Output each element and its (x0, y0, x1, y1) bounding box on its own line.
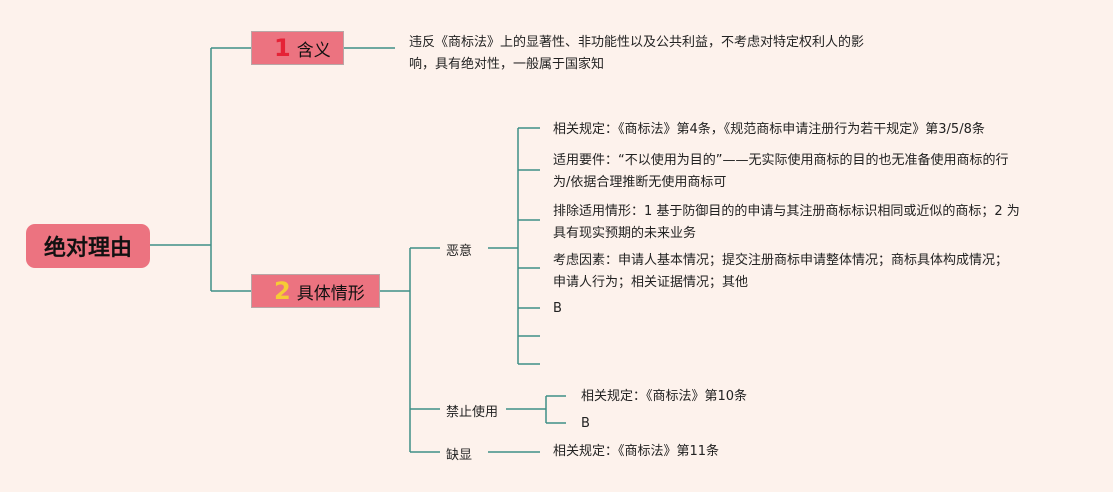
meaning-text: 违反《商标法》上的显著性、非功能性以及公共利益，不考虑对特定权利人的影 响，具有… (409, 32, 864, 76)
branch-number-2: 2 (274, 277, 291, 305)
branch-number-1: 1 (274, 34, 291, 62)
prohibited-use-item-2: B (581, 416, 590, 431)
sub-bad-faith[interactable]: 恶意 (446, 244, 473, 259)
meaning-text-line-1: 违反《商标法》上的显著性、非功能性以及公共利益，不考虑对特定权利人的影 (409, 35, 865, 50)
prohibited-use-item-1: 相关规定：《商标法》第10条 (581, 389, 748, 404)
bad-faith-item-2: 适用要件：“不以使用为目的”——无实际使用商标的目的也无准备使用商标的行 为/依… (553, 150, 1008, 194)
branch-meaning[interactable]: 1 含义 (251, 31, 344, 65)
root-node[interactable]: 绝对理由 (26, 224, 150, 268)
lack-distinctiveness-item-1: 相关规定：《商标法》第11条 (553, 444, 720, 459)
branch-specific-cases-label: 具体情形 (296, 283, 365, 304)
bad-faith-item-2-line-2: 为/依据合理推断无使用商标可 (553, 175, 727, 190)
branch-meaning-label: 含义 (296, 40, 331, 61)
bad-faith-item-4-line-1: 考虑因素：申请人基本情况；提交注册商标申请整体情况；商标具体构成情况； (553, 253, 1009, 268)
bad-faith-item-4-line-2: 申请人行为；相关证据情况；其他 (553, 275, 749, 290)
sub-prohibited-use[interactable]: 禁止使用 (446, 405, 499, 420)
bad-faith-item-1-line-1: 相关规定：《商标法》第4条，《规范商标申请注册行为若干规定》第3/5/8条 (553, 122, 985, 137)
sub-lack-distinctiveness[interactable]: 缺显 (446, 448, 473, 463)
bad-faith-item-2-line-1: 适用要件：“不以使用为目的”——无实际使用商标的目的也无准备使用商标的行 (553, 153, 1009, 168)
meaning-text-line-2: 响，具有绝对性，一般属于国家知 (409, 57, 605, 72)
bad-faith-item-3-line-1: 排除适用情形：1 基于防御目的的申请与其注册商标标识相同或近似的商标；2 为 (553, 204, 1020, 219)
bad-faith-item-5: B (553, 298, 562, 320)
bad-faith-item-5-line-1: B (553, 301, 562, 316)
bad-faith-item-1: 相关规定：《商标法》第4条，《规范商标申请注册行为若干规定》第3/5/8条 (553, 119, 985, 141)
root-label: 绝对理由 (43, 236, 132, 261)
bad-faith-item-3-line-2: 具有现实预期的未来业务 (553, 226, 697, 241)
branch-specific-cases[interactable]: 2 具体情形 (251, 274, 380, 308)
bad-faith-item-3: 排除适用情形：1 基于防御目的的申请与其注册商标标识相同或近似的商标；2 为 具… (553, 201, 1020, 245)
bad-faith-item-4: 考虑因素：申请人基本情况；提交注册商标申请整体情况；商标具体构成情况； 申请人行… (553, 250, 1008, 294)
